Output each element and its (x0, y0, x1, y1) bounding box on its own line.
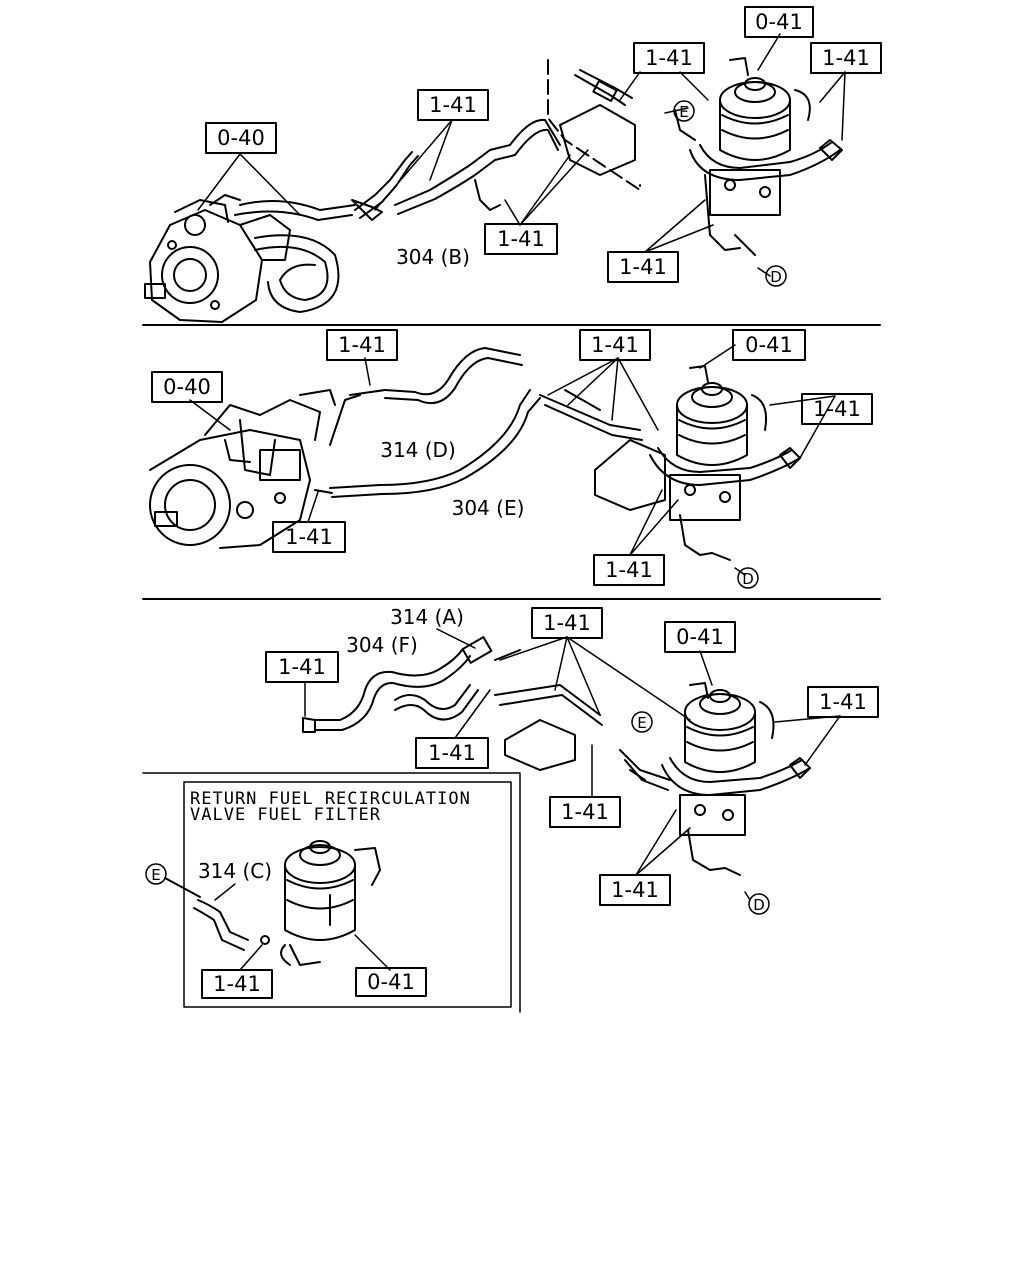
callout-0-40 (205, 122, 277, 154)
callout-1-41 (801, 393, 873, 425)
inset-frame-outer (142, 772, 521, 1013)
part-label-304b: 304 (B) (396, 245, 470, 269)
hose-304f (314, 649, 463, 721)
hose-304e (329, 389, 531, 489)
pump-return-hose-outer (254, 234, 340, 313)
callout-1-41 (415, 737, 489, 769)
callout-1-41-label: 1-41 (285, 525, 333, 549)
ref-circle-d (765, 265, 787, 287)
inset-title-line-1: RETURN FUEL RECIRCULATION (190, 789, 471, 809)
callout-0-40-label: 0-40 (217, 126, 265, 150)
callout-0-41-label: 0-41 (367, 970, 415, 994)
callout-1-41-label: 1-41 (819, 690, 867, 714)
ref-circle-e (145, 863, 167, 885)
ref-circle-d (737, 567, 759, 589)
callout-1-41 (265, 651, 339, 683)
inset-return-fuel-recirculation: RETURN FUEL RECIRCULATION VALVE FUEL FIL… (142, 772, 521, 1013)
inset-fuel-filter-drawing (260, 840, 381, 966)
inset-title-line-2: VALVE FUEL FILTER (190, 805, 381, 825)
callout-0-40 (151, 371, 223, 403)
fuel-filter-drawing (649, 365, 801, 561)
panel-1-leader-lines (197, 33, 846, 277)
callout-1-41-label: 1-41 (561, 800, 609, 824)
fuel-filter-drawing (674, 57, 843, 256)
callout-1-41-label: 1-41 (428, 741, 476, 765)
injection-pump-drawing (144, 194, 291, 323)
callout-1-41-label: 1-41 (543, 611, 591, 635)
hose-304b (394, 144, 511, 206)
ref-circle-d-label: D (770, 268, 782, 286)
callout-0-41 (664, 621, 736, 653)
hose-314a (394, 684, 471, 710)
injection-pump-drawing (149, 389, 336, 549)
ref-circle-e-label: E (679, 103, 688, 121)
callout-1-41-label: 1-41 (822, 46, 870, 70)
callout-0-41 (744, 6, 814, 38)
ref-circle-e (673, 100, 695, 122)
hose-314d (384, 347, 521, 396)
ref-circle-d-label: D (753, 896, 765, 914)
callout-1-41 (633, 42, 705, 74)
callout-1-41-label: 1-41 (213, 972, 261, 996)
callout-1-41 (549, 796, 621, 828)
callout-1-41-label: 1-41 (591, 333, 639, 357)
part-label-304e: 304 (E) (452, 496, 525, 520)
callout-1-41-label: 1-41 (338, 333, 386, 357)
callout-1-41 (810, 42, 882, 74)
callout-1-41-label: 1-41 (605, 558, 653, 582)
ref-circle-d (748, 893, 770, 915)
callout-1-41-label: 1-41 (619, 255, 667, 279)
ref-circle-e-label: E (151, 866, 160, 884)
ref-circle-e (631, 711, 653, 733)
panel-2: 1-41 1-41 0-41 0-40 1-41 314 (D) 304 (E)… (149, 329, 873, 589)
panel-3-leader-lines (304, 628, 841, 901)
callout-1-41 (593, 554, 665, 586)
panel-3: 314 (A) 1-41 304 (F) 0-41 1-41 1-41 1-41… (265, 605, 879, 915)
callout-0-41 (732, 329, 806, 361)
part-label-314d: 314 (D) (380, 438, 456, 462)
pump-return-hose (254, 245, 329, 301)
callout-1-41-label: 1-41 (497, 227, 545, 251)
callout-1-41 (272, 521, 346, 553)
callout-1-41-label: 1-41 (278, 655, 326, 679)
inset-leader-lines (214, 883, 391, 971)
callout-1-41 (417, 89, 489, 121)
part-label-314a: 314 (A) (390, 605, 464, 629)
callout-1-41 (607, 251, 679, 283)
ref-circle-d-label: D (742, 570, 754, 588)
ref-circle-e-label: E (637, 714, 646, 732)
callout-0-41-label: 0-41 (745, 333, 793, 357)
part-label-304f: 304 (F) (346, 633, 418, 657)
callout-1-41 (579, 329, 651, 361)
panel-2-leader-lines (189, 344, 836, 576)
callout-0-41 (355, 967, 427, 997)
callout-1-41 (484, 223, 558, 255)
callout-1-41 (201, 969, 273, 999)
fuel-filter-drawing (629, 682, 811, 876)
callout-1-41 (326, 329, 398, 361)
callout-0-41-label: 0-41 (755, 10, 803, 34)
callout-1-41 (531, 607, 603, 639)
callout-1-41-label: 1-41 (645, 46, 693, 70)
callout-0-41-label: 0-41 (676, 625, 724, 649)
inset-frame (183, 781, 512, 1008)
panel-1: 0-41 1-41 1-41 1-41 0-40 1-41 304 (B) 1-… (144, 6, 882, 323)
hose-314c (197, 899, 249, 941)
part-label-314c: 314 (C) (198, 859, 272, 883)
callout-1-41-label: 1-41 (429, 93, 477, 117)
callout-1-41 (599, 874, 671, 906)
callout-1-41 (807, 686, 879, 718)
callout-1-41-label: 1-41 (813, 397, 861, 421)
callout-1-41-label: 1-41 (611, 878, 659, 902)
callout-0-40-label: 0-40 (163, 375, 211, 399)
